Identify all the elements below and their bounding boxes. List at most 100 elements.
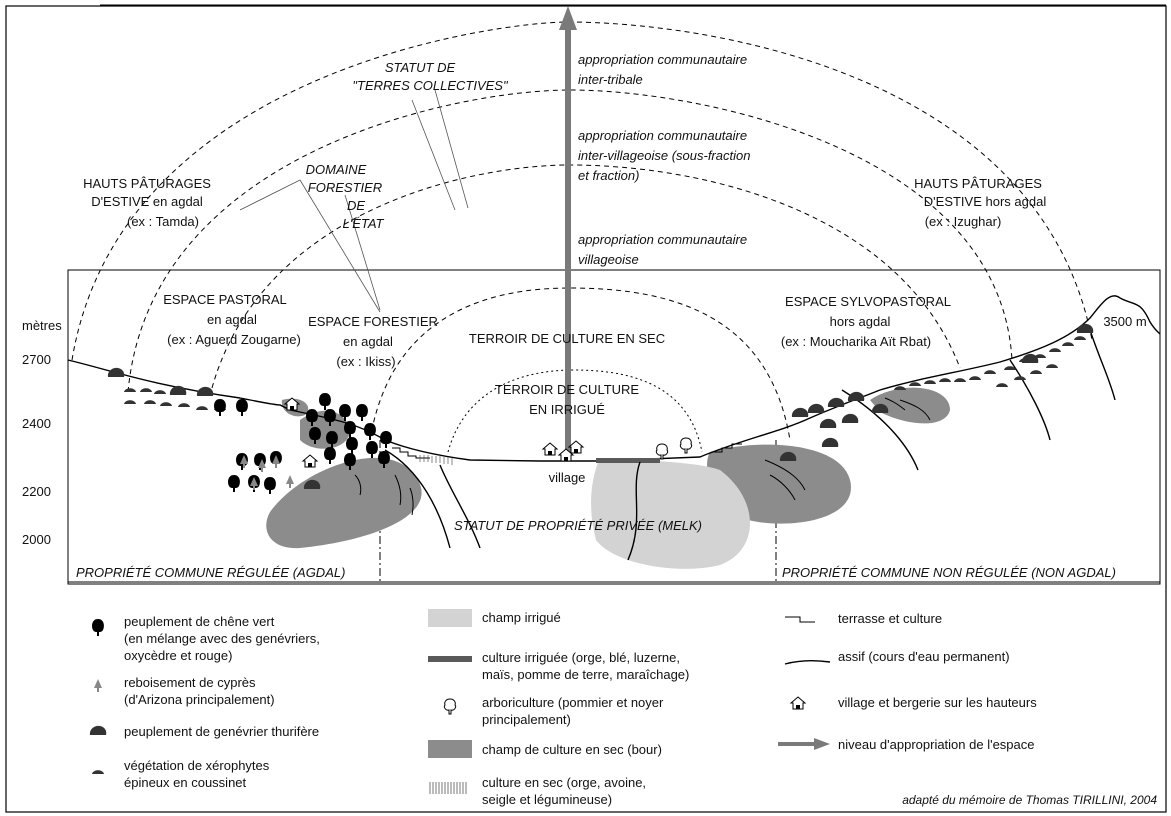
appropriation-labels: appropriation communautaire inter-tribal… bbox=[578, 52, 750, 267]
domaine-line4: L'ÉTAT bbox=[342, 216, 384, 231]
domaine-line1: DOMAINE bbox=[306, 162, 367, 177]
domaine-line2: FORESTIER bbox=[308, 180, 382, 195]
sylvo-line2: hors agdal bbox=[830, 314, 891, 329]
arc-fourth bbox=[369, 287, 791, 441]
irrigated-field-center bbox=[591, 458, 750, 569]
legend-orchard-line2: principalement) bbox=[482, 712, 571, 727]
appropriation-villageoise-line2: villageoise bbox=[578, 252, 639, 267]
pastoral-line2: en agdal bbox=[207, 312, 257, 327]
axis-tick-2700: 2700 bbox=[22, 352, 51, 367]
zone-labels: HAUTS PÂTURAGES D'ESTIVE en agdal (ex : … bbox=[83, 60, 1147, 533]
legend: peuplement de chêne vert (en mélange ave… bbox=[89, 609, 1157, 807]
terrain-profile bbox=[67, 295, 1161, 462]
legend-oak-line3: oxycèdre et rouge) bbox=[124, 648, 232, 663]
property-labels: PROPRIÉTÉ COMMUNE RÉGULÉE (AGDAL) PROPRI… bbox=[76, 565, 1116, 580]
legend-cypress-line1: reboisement de cyprès bbox=[124, 675, 256, 690]
terraces-right bbox=[712, 443, 742, 453]
legend-juniper-line1: peuplement de genévrier thurifère bbox=[124, 724, 319, 739]
legend-cypress-line2: (d'Arizona principalement) bbox=[124, 692, 275, 707]
dry-crop-hatch-swatch bbox=[429, 782, 467, 794]
holm-oak-icon bbox=[92, 619, 104, 636]
hauts-left-line1: HAUTS PÂTURAGES bbox=[83, 176, 211, 191]
sylvo-line3: (ex : Moucharika Aït Rbat) bbox=[781, 334, 931, 349]
axis-tick-2400: 2400 bbox=[22, 416, 51, 431]
dry-field-swatch bbox=[428, 740, 472, 758]
axis-tick-2200: 2200 bbox=[22, 484, 51, 499]
axis-tick-2000: 2000 bbox=[22, 532, 51, 547]
terrace-icon bbox=[785, 616, 815, 623]
peak-label: 3500 m bbox=[1103, 314, 1146, 329]
melk-label: STATUT DE PROPRIÉTÉ PRIVÉE (MELK) bbox=[454, 518, 702, 533]
axis-unit: mètres bbox=[22, 318, 62, 333]
orchard-icon bbox=[443, 698, 457, 715]
credit-text: adapté du mémoire de Thomas TIRILLINI, 2… bbox=[902, 793, 1157, 807]
appropriation-intervillage-line2: inter-villageoise (sous-fraction bbox=[578, 148, 750, 163]
terraces-left bbox=[392, 447, 430, 459]
legend-river: assif (cours d'eau permanent) bbox=[838, 649, 1010, 664]
irrigated-field-swatch bbox=[428, 609, 472, 627]
terroir-irrigue-line1: TERROIR DE CULTURE bbox=[495, 382, 640, 397]
dry-crop-hatch-strip bbox=[419, 455, 453, 465]
agdal-label: PROPRIÉTÉ COMMUNE RÉGULÉE (AGDAL) bbox=[76, 565, 345, 580]
hauts-right-line1: HAUTS PÂTURAGES bbox=[914, 176, 1042, 191]
arc-second bbox=[127, 89, 1013, 393]
appropriation-intervillage-line3: et fraction) bbox=[578, 168, 639, 183]
hauts-right-line2: D'ESTIVE hors agdal bbox=[924, 194, 1047, 209]
legend-col3: terrasse et culture assif (cours d'eau p… bbox=[778, 611, 1037, 752]
legend-oak-line2: (en mélange avec des genévriers, bbox=[124, 631, 320, 646]
village-label: village bbox=[549, 470, 586, 485]
statut-line2: "TERRES COLLECTIVES" bbox=[352, 78, 509, 93]
appropriation-arrowhead bbox=[559, 6, 577, 30]
legend-appropriation: niveau d'appropriation de l'espace bbox=[838, 737, 1035, 752]
leader-lines bbox=[239, 89, 469, 313]
hauts-left-line3: (ex : Tamda) bbox=[127, 214, 199, 229]
cypress-icon bbox=[94, 679, 102, 692]
irrigated-crop-bar bbox=[596, 458, 660, 463]
outer-frame bbox=[5, 5, 1167, 813]
terroir-sec: TERROIR DE CULTURE EN SEC bbox=[469, 331, 665, 346]
legend-oak-line1: peuplement de chêne vert bbox=[124, 614, 275, 629]
arc-outer bbox=[71, 21, 1093, 361]
appropriation-arrow-icon bbox=[814, 738, 830, 750]
legend-dry-crop-line2: seigle et légumineuse) bbox=[482, 792, 612, 807]
altitude-axis: mètres 2700 2400 2200 2000 bbox=[22, 318, 62, 547]
appropriation-intertribale-line2: inter-tribale bbox=[578, 72, 643, 87]
pastoral-line3: (ex : Aguerd Zougarne) bbox=[167, 332, 301, 347]
irrigated-crop-bar-swatch bbox=[428, 656, 472, 662]
arc-third bbox=[211, 164, 961, 389]
river-line-icon bbox=[784, 659, 831, 665]
appropriation-intervillage-line1: appropriation communautaire bbox=[578, 128, 747, 143]
legend-cushion-line1: végétation de xérophytes bbox=[124, 758, 270, 773]
appropriation-villageoise-line1: appropriation communautaire bbox=[578, 232, 747, 247]
legend-orchard-line1: arboriculture (pommier et noyer bbox=[482, 695, 664, 710]
juniper-icon bbox=[89, 725, 107, 735]
legend-village: village et bergerie sur les hauteurs bbox=[838, 695, 1037, 710]
legend-col1: peuplement de chêne vert (en mélange ave… bbox=[89, 614, 320, 790]
cushion-shrub-icon bbox=[92, 770, 104, 774]
forestier-line3: (ex : Ikiss) bbox=[336, 354, 395, 369]
sylvo-line1: ESPACE SYLVOPASTORAL bbox=[785, 294, 951, 309]
domaine-line3: DE bbox=[347, 198, 365, 213]
legend-col2: champ irrigué culture irriguée (orge, bl… bbox=[428, 609, 689, 807]
village-house-icon bbox=[790, 696, 806, 710]
statut-line1: STATUT DE bbox=[385, 60, 456, 75]
legend-irrigated-field: champ irrigué bbox=[482, 610, 561, 625]
non-agdal-label: PROPRIÉTÉ COMMUNE NON RÉGULÉE (NON AGDAL… bbox=[782, 565, 1116, 580]
pastoral-line1: ESPACE PASTORAL bbox=[163, 292, 287, 307]
legend-cushion-line2: épineux en coussinet bbox=[124, 775, 247, 790]
forestier-line2: en agdal bbox=[343, 334, 393, 349]
forestier-line1: ESPACE FORESTIER bbox=[308, 314, 438, 329]
legend-dry-crop-line1: culture en sec (orge, avoine, bbox=[482, 775, 646, 790]
hauts-left-line2: D'ESTIVE en agdal bbox=[91, 194, 203, 209]
appropriation-intertribale-line1: appropriation communautaire bbox=[578, 52, 747, 67]
legend-dry-field: champ de culture en sec (bour) bbox=[482, 742, 662, 757]
dry-field-left bbox=[266, 457, 422, 549]
legend-irrigated-crop-line2: maïs, pomme de terre, maraîchage) bbox=[482, 667, 689, 682]
dry-field-right-small bbox=[870, 387, 950, 424]
diagram-frame bbox=[67, 269, 1161, 585]
contour-ticks bbox=[354, 397, 931, 516]
terroir-irrigue-line2: EN IRRIGUÉ bbox=[529, 402, 605, 417]
legend-terrace: terrasse et culture bbox=[838, 611, 942, 626]
